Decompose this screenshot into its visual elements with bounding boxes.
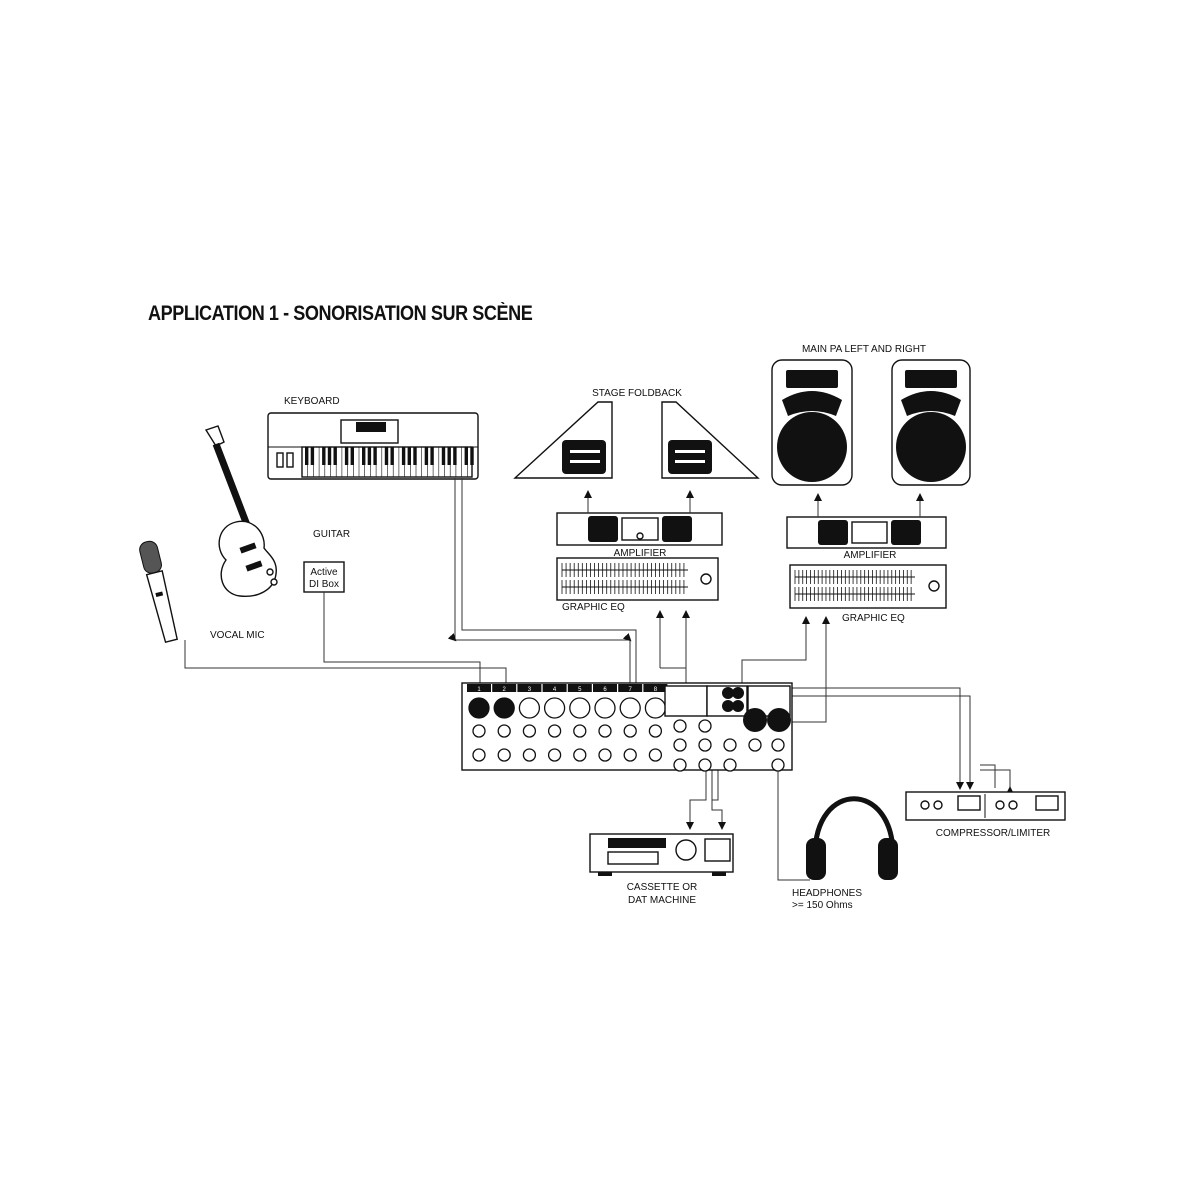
vocal-mic-label: VOCAL MIC (210, 630, 265, 641)
cassette-label-line2: DAT MACHINE (628, 895, 696, 906)
line-input-jack (573, 724, 587, 738)
keyboard-label: KEYBOARD (284, 396, 340, 407)
graphic-eq-2: GRAPHIC EQ (789, 564, 947, 624)
channel-strip-header (593, 684, 617, 692)
xlr-input (569, 697, 591, 719)
output-jack (698, 719, 712, 733)
insert-jack (522, 748, 537, 762)
xlr-input (468, 697, 490, 719)
graphic-eq-1: GRAPHIC EQ (556, 557, 719, 613)
channel-strip-header (517, 684, 542, 692)
amplifier-2-label: AMPLIFIER (844, 550, 897, 561)
channel-number: 8 (654, 687, 658, 693)
channel-strip-header (618, 684, 643, 692)
output-jack (698, 738, 712, 752)
xlr-input (518, 697, 541, 719)
graphic-eq-2-label: GRAPHIC EQ (842, 613, 905, 624)
insert-jack (573, 748, 587, 762)
insert-jack (623, 748, 637, 762)
channel-number: 1 (477, 687, 481, 693)
channel-strip-header (567, 684, 592, 692)
insert-jack (648, 748, 663, 762)
line-input-jack (497, 724, 511, 738)
channel-strip-header (492, 684, 517, 692)
keyboard: KEYBOARD (267, 396, 479, 480)
output-jack (698, 758, 712, 772)
compressor-label: COMPRESSOR/LIMITER (936, 828, 1050, 839)
insert-jack (598, 748, 612, 762)
xlr-input (619, 697, 641, 719)
channel-number: 6 (603, 687, 607, 693)
main-pa-label: MAIN PA LEFT AND RIGHT (802, 344, 926, 355)
channel-strip-header (542, 684, 567, 692)
line-input-jack (648, 724, 663, 738)
cassette-dat-machine: CASSETTE OR DAT MACHINE (589, 833, 734, 906)
channel-number: 3 (528, 687, 532, 693)
stage-foldback-label: STAGE FOLDBACK (592, 388, 682, 399)
vocal-mic (139, 540, 179, 643)
output-jack (748, 738, 762, 752)
xlr-input (493, 697, 515, 719)
cables (184, 478, 1014, 881)
cassette-label-line1: CASSETTE OR (627, 882, 698, 893)
di-box-label-line1: Active (310, 567, 338, 578)
line-input-jack (547, 724, 562, 738)
guitar-label: GUITAR (313, 529, 350, 540)
headphones: HEADPHONES >= 150 Ohms (792, 796, 898, 911)
channel-number: 2 (503, 687, 507, 693)
output-jack (673, 719, 687, 733)
xlr-input (543, 697, 566, 719)
insert-jack (472, 748, 486, 762)
insert-jack (497, 748, 511, 762)
line-input-jack (522, 724, 537, 738)
xlr-input (594, 697, 616, 719)
line-input-jack (598, 724, 612, 738)
output-jack (723, 758, 737, 772)
channel-strip-header (467, 684, 491, 692)
insert-jack (547, 748, 562, 762)
mixer: 1 2 3 4 5 6 7 8 (461, 682, 793, 772)
guitar: GUITAR (204, 425, 350, 597)
line-input-jack (623, 724, 637, 738)
channel-strip-header (643, 684, 668, 692)
output-jack (673, 758, 687, 772)
compressor-limiter: COMPRESSOR/LIMITER (905, 791, 1066, 839)
amplifier-1-label: AMPLIFIER (614, 548, 667, 559)
amplifier-2: AMPLIFIER (786, 516, 947, 561)
headphones-spec: >= 150 Ohms (792, 900, 853, 911)
output-jack (771, 738, 785, 752)
xlr-input (644, 697, 667, 719)
graphic-eq-1-label: GRAPHIC EQ (562, 602, 625, 613)
headphones-label: HEADPHONES (792, 888, 862, 899)
output-jack (771, 758, 785, 772)
channel-number: 7 (629, 687, 633, 693)
active-di-box: Active DI Box (303, 561, 345, 593)
channel-number: 5 (578, 687, 582, 693)
di-box-label-line2: DI Box (309, 579, 339, 590)
output-jack (723, 738, 737, 752)
amplifier-1: AMPLIFIER (556, 512, 723, 559)
main-pa-speakers: MAIN PA LEFT AND RIGHT (771, 344, 971, 486)
diagram-title: APPLICATION 1 - SONORISATION SUR SCÈNE (148, 302, 533, 325)
channel-number: 4 (553, 687, 557, 693)
stage-foldback-wedges: STAGE FOLDBACK (513, 388, 760, 479)
line-input-jack (472, 724, 486, 738)
output-jack (673, 738, 687, 752)
